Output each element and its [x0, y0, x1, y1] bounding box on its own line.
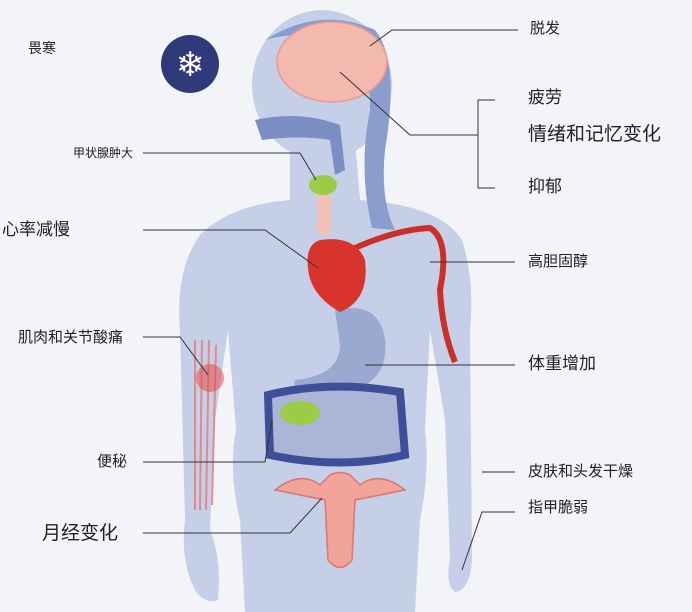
label-cold: 畏寒: [28, 41, 56, 57]
label-weight-gain: 体重增加: [528, 354, 596, 374]
label-brittle-nails: 指甲脆弱: [528, 498, 589, 516]
label-fatigue: 疲劳: [528, 88, 562, 108]
label-muscle-joint-pain: 肌肉和关节酸痛: [18, 328, 124, 346]
label-goiter: 甲状腺肿大: [73, 146, 134, 160]
label-depression: 抑郁: [528, 177, 562, 197]
brain: [276, 21, 388, 103]
stomach: [294, 308, 386, 395]
heart: [307, 239, 366, 312]
pain-spot: [196, 364, 224, 392]
hair: [265, 19, 395, 231]
intestines: [263, 382, 410, 467]
label-dry-skin-hair: 皮肤和头发干燥: [528, 462, 634, 480]
airway: [255, 116, 345, 175]
label-hair-loss: 脱发: [530, 19, 561, 37]
liver: [280, 401, 320, 425]
label-slow-heart-rate: 心率减慢: [2, 220, 70, 240]
leader-lines: [143, 29, 518, 571]
label-constipation: 便秘: [97, 452, 128, 470]
snowflake-icon: ❄: [176, 45, 205, 85]
thyroid: [309, 175, 337, 195]
trachea: [317, 190, 331, 235]
artery: [338, 224, 458, 364]
label-mood-memory-changes: 情绪和记忆变化: [528, 123, 662, 145]
label-menstrual-changes: 月经变化: [42, 522, 119, 544]
cold-badge: [161, 35, 219, 93]
label-high-cholesterol: 高胆固醇: [528, 252, 589, 270]
uterus: [273, 471, 407, 569]
